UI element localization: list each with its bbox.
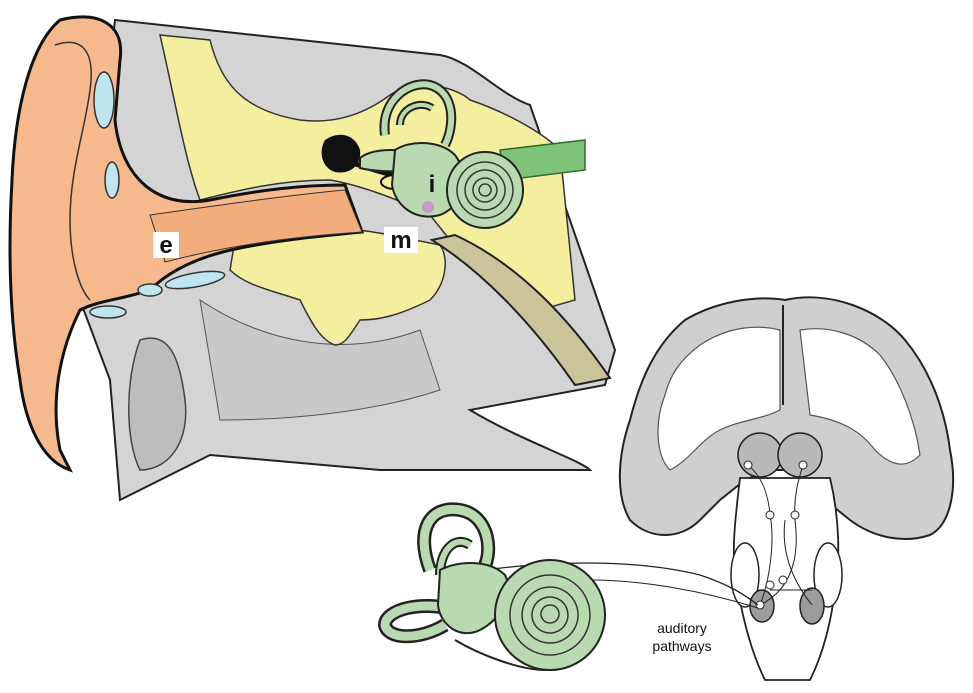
ear-canal xyxy=(149,189,363,263)
white-matter xyxy=(657,326,921,471)
round-window xyxy=(422,201,434,213)
auditory-nerve-lower xyxy=(589,579,759,609)
svg-text:pathways: pathways xyxy=(652,638,711,654)
cartilage xyxy=(89,71,226,319)
mastoid-region xyxy=(128,337,187,471)
vestibule-to-cochlea xyxy=(454,639,546,671)
relay-nuclei xyxy=(743,460,808,610)
auditory-pathways-caption: auditory pathways xyxy=(652,620,711,654)
cochlea xyxy=(494,559,606,671)
eustachian-tube xyxy=(429,233,612,387)
cerebellar-peduncle-right xyxy=(813,542,843,608)
cochlea-detail-spiral xyxy=(509,574,591,656)
svg-text:auditory: auditory xyxy=(657,620,707,636)
brain-coronal-section xyxy=(618,296,954,681)
label-middle-ear: m xyxy=(384,227,418,254)
svg-text:i: i xyxy=(429,171,436,198)
labyrinth-detail xyxy=(377,502,759,671)
auricle-fold xyxy=(54,41,92,301)
semicircular-canals xyxy=(377,502,496,644)
soft-tissue-lower xyxy=(199,298,441,421)
svg-text:e: e xyxy=(159,232,172,259)
cochlea-spiral xyxy=(456,161,514,219)
ear-cross-section: e m i xyxy=(8,15,617,502)
svg-text:m: m xyxy=(390,227,411,254)
labyrinth xyxy=(359,79,524,229)
label-external-ear: e xyxy=(153,232,179,259)
label-inner-ear: i xyxy=(429,171,436,198)
